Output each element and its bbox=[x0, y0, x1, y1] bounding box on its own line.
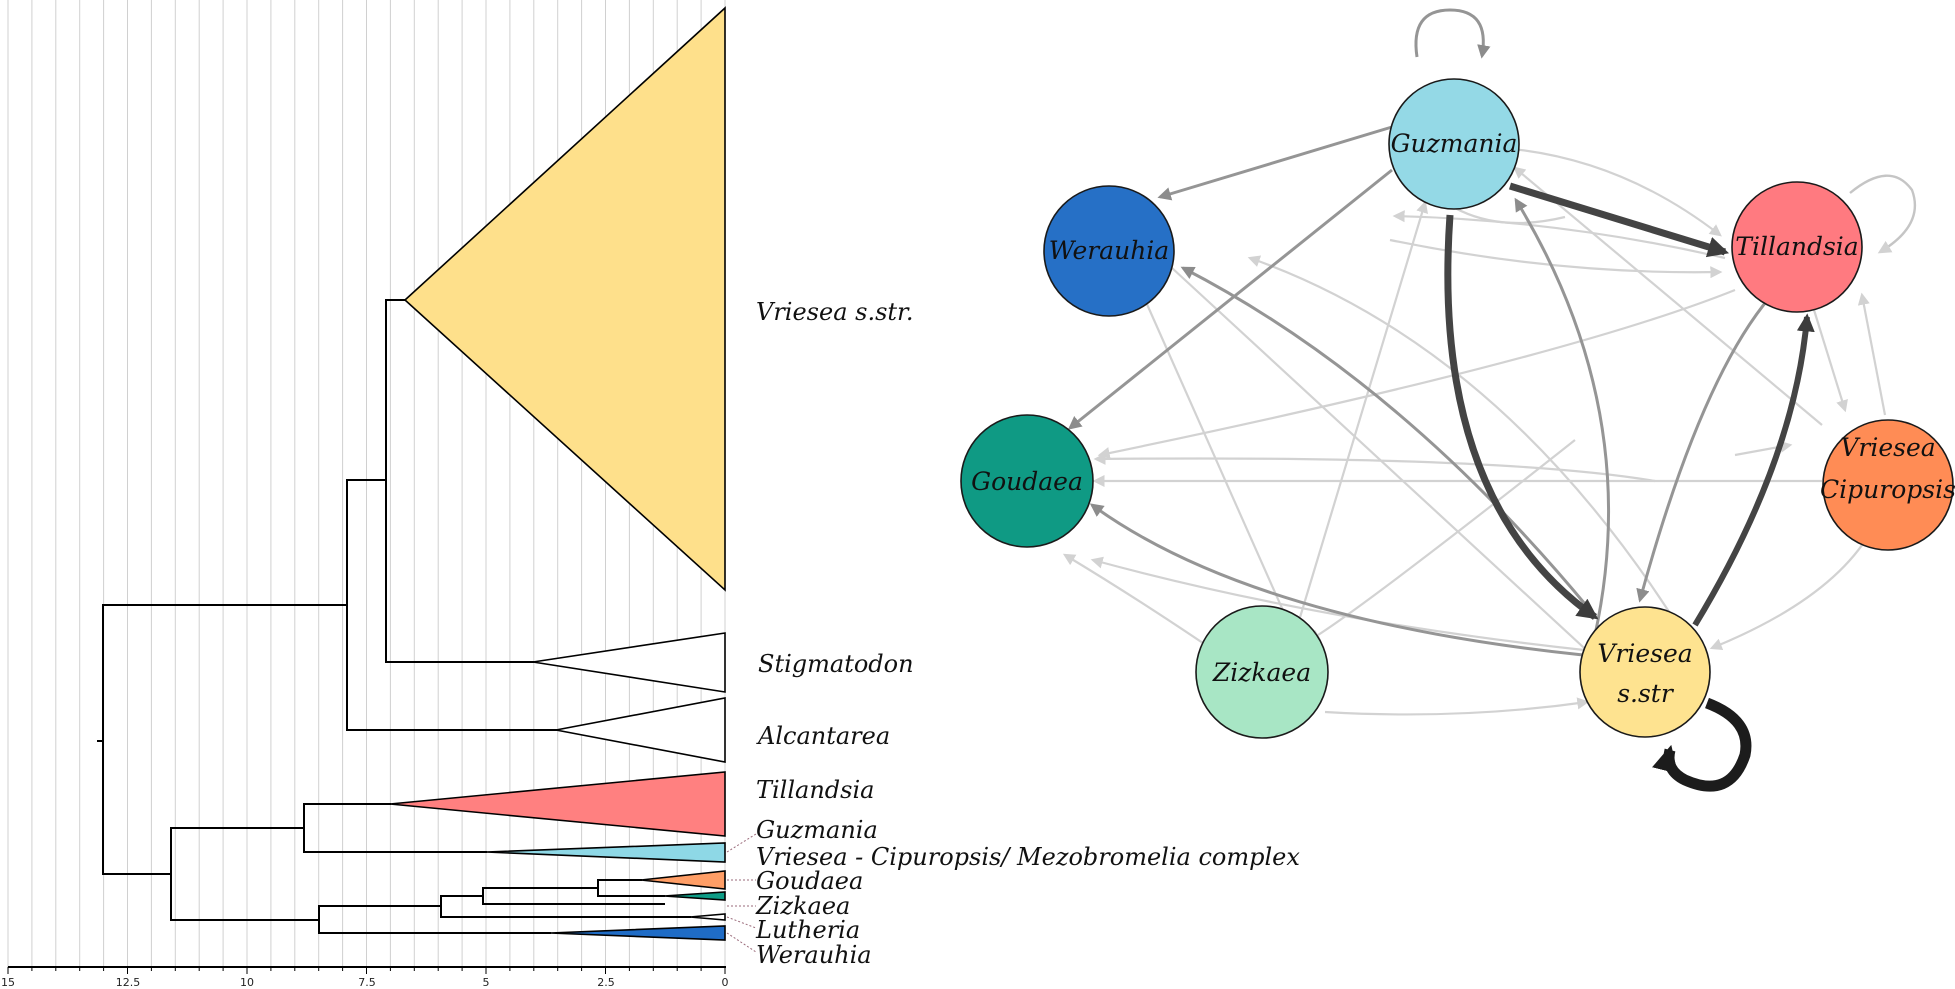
label-leader-lines bbox=[726, 833, 757, 953]
clade-labels: Vriesea s.str. Stigmatodon Alcantarea Ti… bbox=[755, 298, 1300, 969]
edge bbox=[1692, 313, 1815, 627]
edge bbox=[1324, 697, 1590, 716]
clade-label-vriesea-sstr: Vriesea s.str. bbox=[756, 298, 914, 326]
edge bbox=[1140, 290, 1307, 661]
tick-label: 0 bbox=[722, 976, 729, 989]
node-werauhia: Werauhia bbox=[1043, 185, 1175, 317]
svg-text:Vriesea: Vriesea bbox=[1597, 639, 1692, 668]
tick-label: 10 bbox=[240, 976, 254, 989]
svg-text:Werauhia: Werauhia bbox=[1049, 236, 1169, 265]
clade-triangle-cipuropsis-complex bbox=[485, 842, 726, 863]
edge bbox=[1307, 439, 1576, 642]
time-axis: 15 12.5 10 7.5 5 2.5 0 bbox=[1, 966, 729, 989]
edge bbox=[1414, 8, 1491, 59]
node-tillandsia: Tillandsia bbox=[1731, 181, 1863, 313]
edge bbox=[1180, 266, 1592, 611]
tick-label: 2.5 bbox=[597, 976, 615, 989]
moderate-transitions bbox=[1067, 8, 1772, 657]
clade-triangle-goudaea bbox=[640, 870, 726, 890]
clade-triangle-werauhia bbox=[549, 925, 726, 941]
edge bbox=[1392, 210, 1726, 260]
clade-label-stigmatodon: Stigmatodon bbox=[758, 650, 914, 678]
edge bbox=[1508, 182, 1730, 258]
node-guzmania: Guzmania bbox=[1388, 78, 1520, 210]
svg-text:Tillandsia: Tillandsia bbox=[1735, 232, 1858, 261]
edge bbox=[1157, 125, 1393, 201]
edge bbox=[1293, 200, 1428, 635]
svg-text:Cipuropsis: Cipuropsis bbox=[1820, 475, 1955, 504]
edge-self-loop-tillandsia bbox=[1849, 174, 1917, 254]
transition-network-panel: Guzmania Werauhia Tillandsia Goudaea Vri… bbox=[960, 8, 1955, 792]
clade-label-alcantarea: Alcantarea bbox=[756, 722, 890, 750]
clade-triangle-stigmatodon bbox=[532, 632, 726, 693]
edge bbox=[1097, 288, 1736, 459]
tick-label: 7.5 bbox=[358, 976, 376, 989]
edge bbox=[1093, 452, 1656, 483]
tick-label: 12.5 bbox=[116, 976, 141, 989]
edge bbox=[1389, 238, 1723, 279]
collapsed-clades bbox=[389, 6, 726, 941]
tick-label: 5 bbox=[483, 976, 490, 989]
edge bbox=[1247, 255, 1693, 649]
edge bbox=[1857, 292, 1887, 416]
edge bbox=[1513, 166, 1823, 426]
clade-triangle-zizkaea bbox=[663, 891, 726, 901]
clade-label-werauhia: Werauhia bbox=[756, 941, 872, 969]
clade-triangle-tillandsia bbox=[389, 771, 726, 837]
axis-tick-labels: 15 12.5 10 7.5 5 2.5 0 bbox=[1, 976, 729, 989]
edge bbox=[1636, 296, 1772, 603]
clade-label-tillandsia: Tillandsia bbox=[756, 776, 874, 804]
node-vriesea-sstr: Vriesea s.str bbox=[1579, 606, 1711, 738]
edge bbox=[1089, 503, 1584, 657]
node-goudaea: Goudaea bbox=[960, 414, 1094, 548]
svg-text:Zizkaea: Zizkaea bbox=[1212, 658, 1311, 687]
clade-triangle-lutheria bbox=[689, 913, 726, 921]
edge-self-loop-vriesea bbox=[1652, 697, 1752, 792]
edge bbox=[1514, 197, 1611, 657]
edge bbox=[1171, 267, 1597, 660]
strong-transitions bbox=[1444, 182, 1815, 627]
network-nodes: Guzmania Werauhia Tillandsia Goudaea Vri… bbox=[960, 78, 1955, 739]
clade-label-guzmania: Guzmania bbox=[756, 816, 878, 844]
tree-branches bbox=[97, 299, 691, 934]
edge bbox=[1808, 296, 1848, 413]
clade-triangle-vriesea-sstr bbox=[403, 6, 726, 592]
node-zizkaea: Zizkaea bbox=[1195, 605, 1329, 739]
clade-label-zizkaea: Zizkaea bbox=[755, 892, 850, 920]
svg-text:Guzmania: Guzmania bbox=[1391, 129, 1518, 158]
clade-label-lutheria: Lutheria bbox=[755, 916, 860, 944]
edge bbox=[1709, 532, 1871, 650]
clade-triangle-alcantarea bbox=[555, 697, 726, 763]
tick-label: 15 bbox=[1, 976, 15, 989]
clade-label-goudaea: Goudaea bbox=[756, 867, 863, 895]
clade-label-cipuropsis-complex: Vriesea - Cipuropsis/ Mezobromelia compl… bbox=[756, 843, 1300, 871]
weak-transitions bbox=[1062, 145, 1887, 716]
svg-text:Goudaea: Goudaea bbox=[971, 467, 1083, 496]
node-vriesea-cipuropsis: Vriesea Cipuropsis bbox=[1820, 419, 1955, 551]
edge bbox=[1067, 168, 1393, 430]
phylogeny-panel: 15 12.5 10 7.5 5 2.5 0 Vriesea s.str. St… bbox=[1, 0, 1300, 989]
svg-text:s.str: s.str bbox=[1617, 679, 1675, 708]
svg-text:Vriesea: Vriesea bbox=[1840, 433, 1935, 462]
edge bbox=[1444, 214, 1599, 620]
